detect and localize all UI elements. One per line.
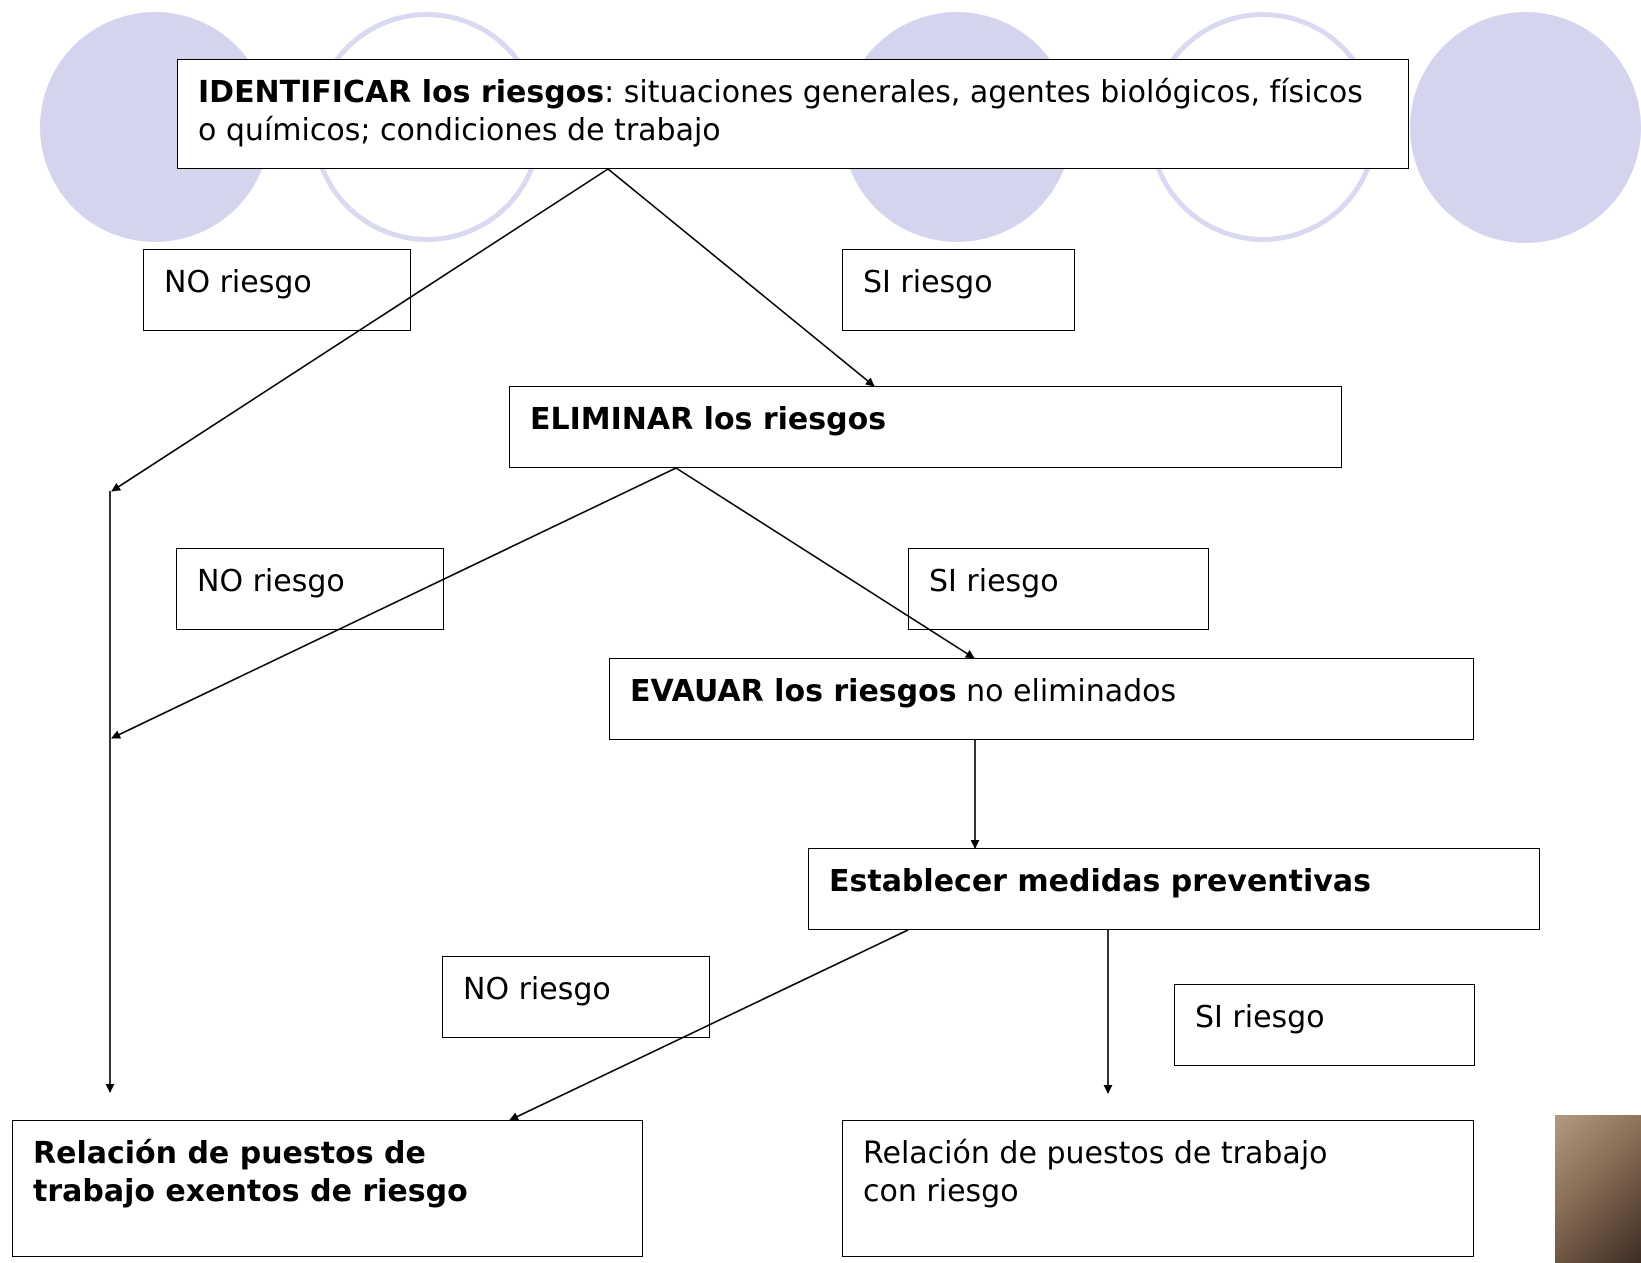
preventive-measures-box: Establecer medidas preventivas [808, 848, 1540, 930]
no-risk-label-1-text: NO riesgo [164, 265, 312, 300]
evaluate-risks-title: EVAUAR los riesgos [630, 674, 957, 709]
risk-jobs-title: Relación de puestos de trabajo con riesg… [863, 1136, 1328, 1209]
preventive-measures-title: Establecer medidas preventivas [829, 864, 1371, 899]
decor-circle-5 [1410, 12, 1641, 243]
identify-risks-box: IDENTIFICAR los riesgos: situaciones gen… [177, 59, 1409, 169]
evaluate-risks-box: EVAUAR los riesgos no eliminados [609, 658, 1474, 740]
si-risk-label-3: SI riesgo [1174, 984, 1475, 1066]
si-risk-label-1-text: SI riesgo [863, 265, 993, 300]
identify-risks-detail: : situaciones generales, agentes biológi… [198, 75, 1363, 148]
exempt-jobs-box: Relación de puestos de trabajo exentos d… [12, 1120, 643, 1257]
si-risk-label-3-text: SI riesgo [1195, 1000, 1325, 1035]
arrow-identify-to-eliminate [607, 168, 875, 387]
identify-risks-title: IDENTIFICAR los riesgos [198, 75, 605, 110]
eliminate-risks-box: ELIMINAR los riesgos [509, 386, 1342, 468]
risk-jobs-box: Relación de puestos de trabajo con riesg… [842, 1120, 1474, 1257]
no-risk-label-2: NO riesgo [176, 548, 444, 630]
si-risk-label-2: SI riesgo [908, 548, 1209, 630]
no-risk-label-3: NO riesgo [442, 956, 710, 1038]
si-risk-label-2-text: SI riesgo [929, 564, 1059, 599]
evaluate-risks-detail: no eliminados [956, 674, 1177, 709]
no-risk-label-2-text: NO riesgo [197, 564, 345, 599]
no-risk-label-3-text: NO riesgo [463, 972, 611, 1007]
si-risk-label-1: SI riesgo [842, 249, 1075, 331]
exempt-jobs-title: Relación de puestos de trabajo exentos d… [33, 1136, 468, 1209]
photo-thumbnail [1555, 1115, 1641, 1263]
no-risk-label-1: NO riesgo [143, 249, 411, 331]
eliminate-risks-title: ELIMINAR los riesgos [530, 402, 887, 437]
